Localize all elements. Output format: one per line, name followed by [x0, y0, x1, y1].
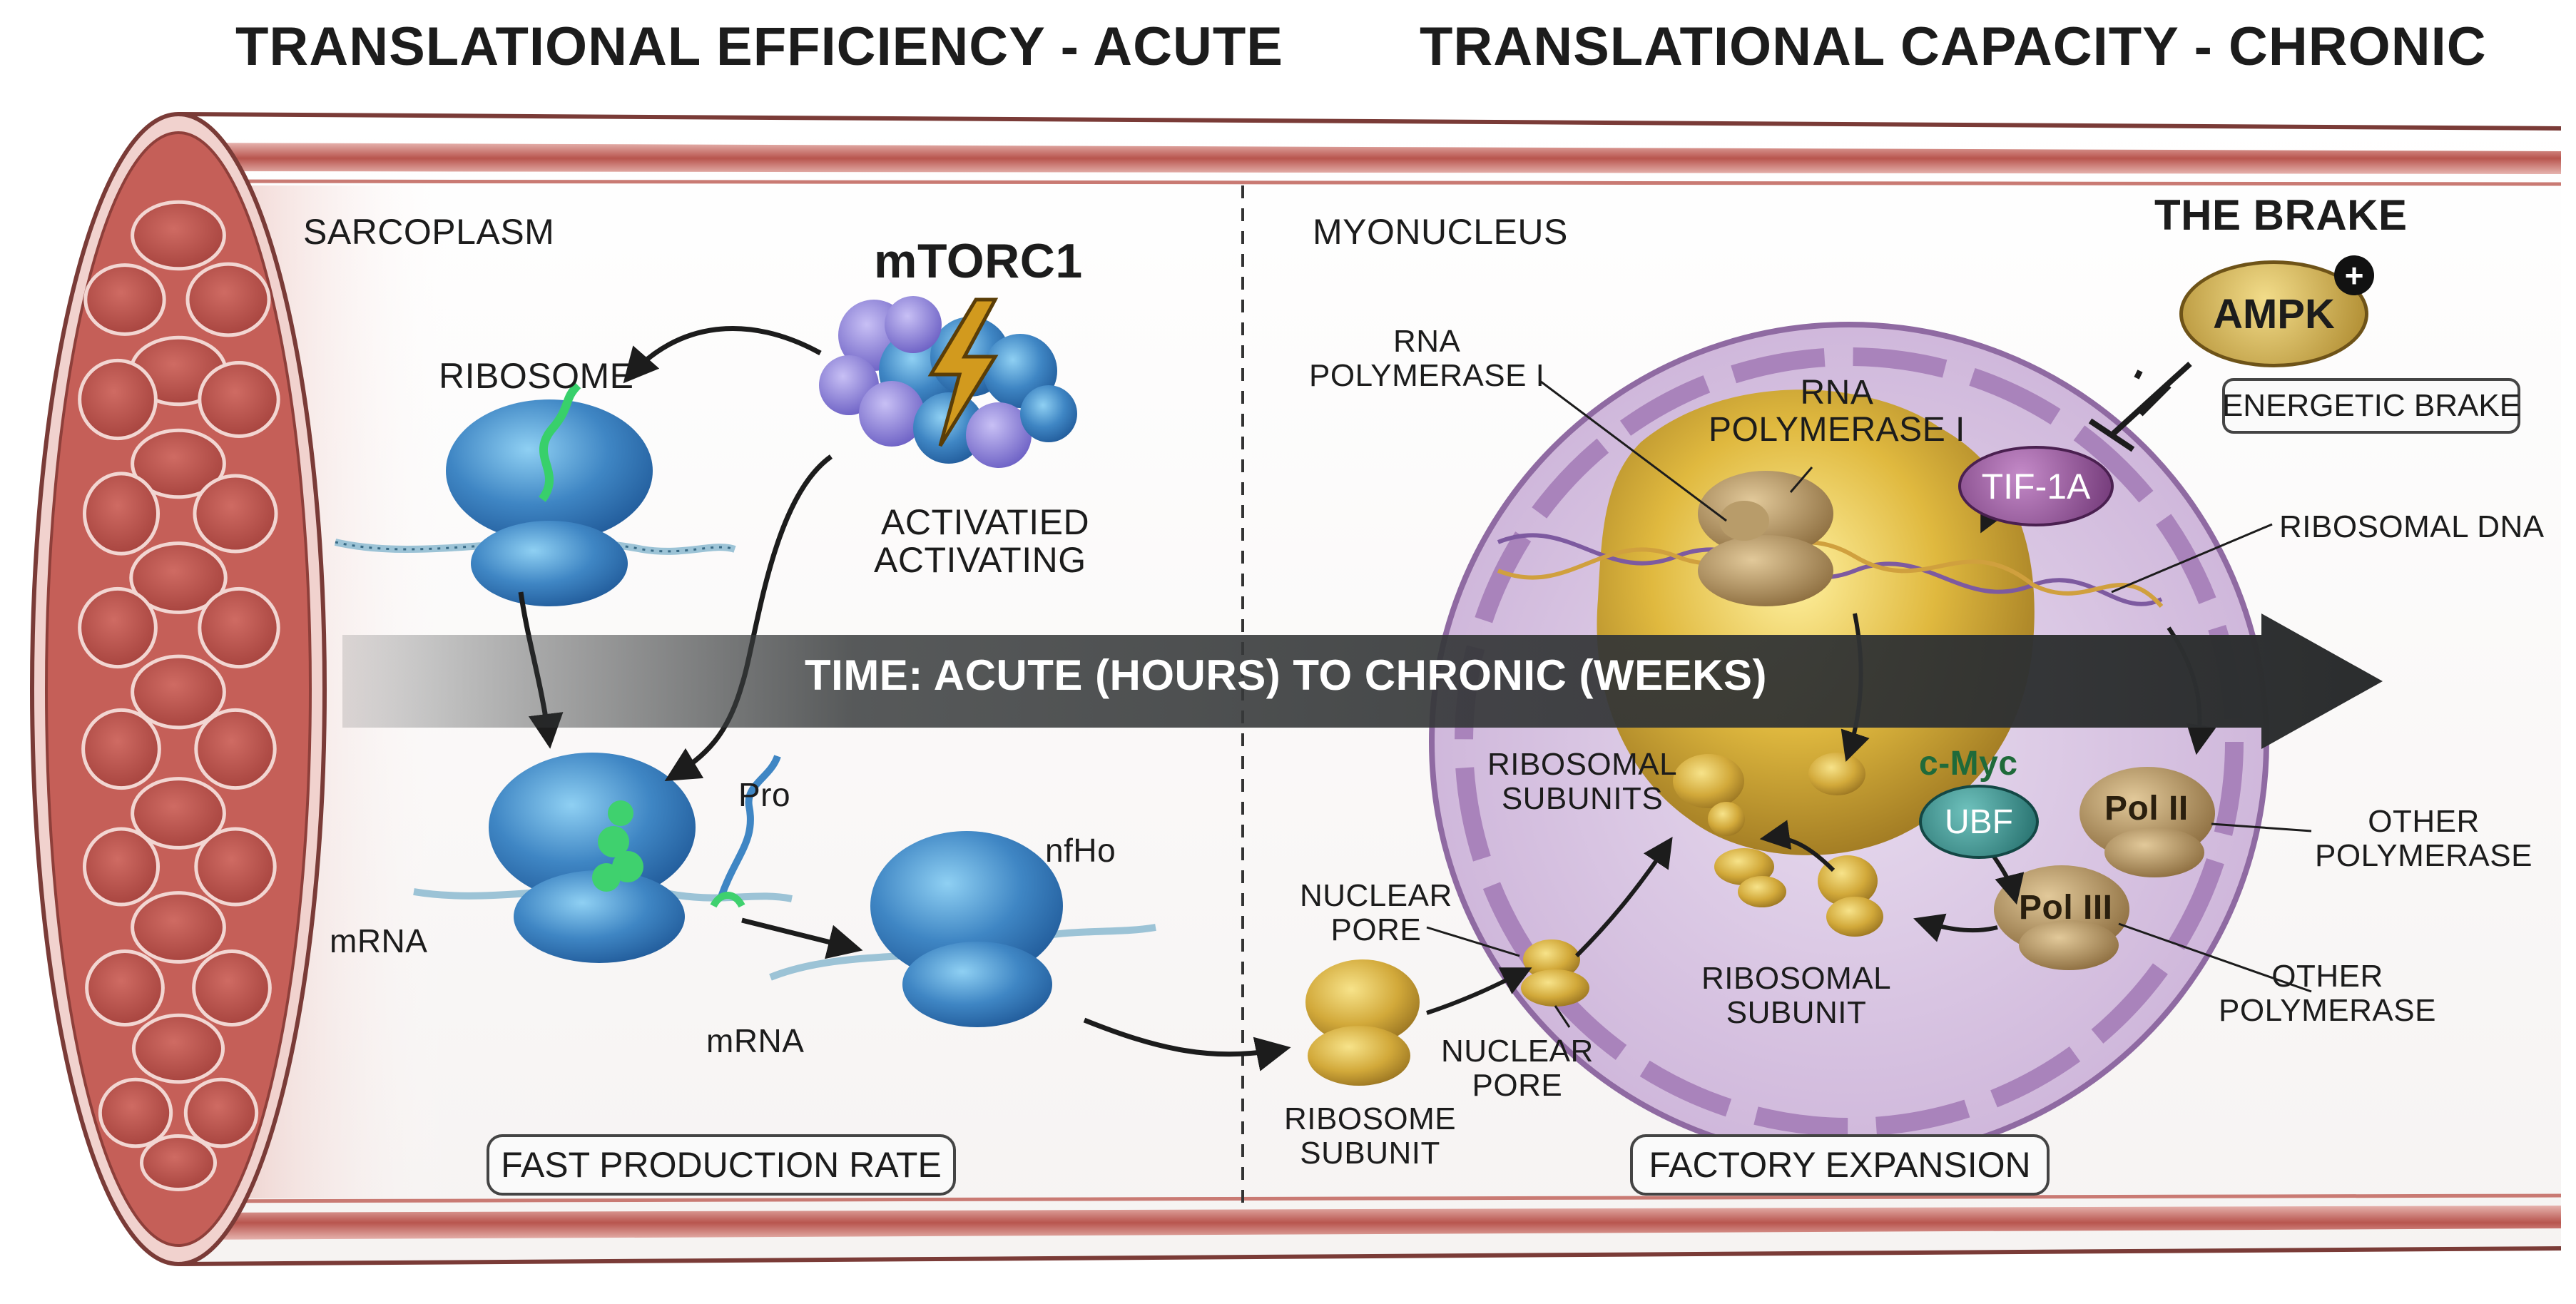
muscle-fiber	[131, 200, 226, 271]
leader-lines	[1426, 380, 2312, 1028]
label-mtorc1: mTORC1	[874, 234, 1083, 288]
rna-pol-left-line2: POLYMERASE I	[1309, 357, 1545, 393]
label-sarcoplasm: SARCOPLASM	[303, 212, 555, 252]
muscle-fiber	[131, 654, 226, 730]
label-ribosomal-dna: RIBOSOMAL DNA	[2279, 509, 2545, 544]
mtorc1-complex	[819, 296, 1077, 468]
label-myonucleus: MYONUCLEUS	[1313, 212, 1568, 252]
label-mrna-left: mRNA	[330, 922, 428, 959]
other-polymerase-a-line2: POLYMERASE	[2315, 837, 2532, 873]
time-arrow-label: TIME: ACUTE (HOURS) TO CHRONIC (WEEKS)	[805, 651, 1767, 699]
ubf-label: UBF	[1945, 803, 2013, 841]
ribosomal-subunits-line1: RIBOSOMAL	[1487, 747, 1678, 782]
muscle-fiber	[192, 949, 272, 1027]
ribosomal-dna	[1497, 533, 2164, 608]
muscle-fiber	[131, 428, 226, 499]
label-nuclear-pore-a: NUCLEAR PORE	[1300, 879, 1452, 947]
label-pol-iii: Pol III	[2019, 889, 2113, 927]
heading-chronic: TRANSLATIONAL CAPACITY - CHRONIC	[1420, 16, 2487, 77]
ribosome-subunit-line1: RIBOSOME	[1284, 1101, 1457, 1136]
label-other-polymerase-a: OTHER POLYMERASE	[2315, 805, 2532, 872]
ampk-plus-icon: +	[2334, 255, 2374, 295]
label-mrna-bottom: mRNA	[706, 1022, 805, 1059]
ribosomal-subunit-line2: SUBUNIT	[1726, 994, 1867, 1030]
nuclear-pore-a-line1: NUCLEAR	[1300, 878, 1452, 913]
label-rna-pol-center: RNA POLYMERASE I	[1709, 375, 1965, 449]
muscle-fiber	[194, 827, 277, 907]
muscle-fiber	[194, 708, 277, 790]
ampk-plus-sign: +	[2344, 257, 2364, 294]
fast-production-rate-box: FAST PRODUCTION RATE	[487, 1134, 956, 1196]
pol-iii	[1994, 865, 2129, 970]
muscle-fiber	[131, 891, 226, 964]
ubf-badge: UBF	[1919, 785, 2039, 859]
rna-pol-center-line1: RNA	[1800, 374, 1874, 412]
other-polymerase-a-line1: OTHER	[2368, 804, 2480, 839]
ribosome-top	[334, 382, 736, 606]
muscle-fiber	[185, 262, 271, 337]
label-other-polymerase-b: OTHER POLYMERASE	[2219, 959, 2436, 1027]
energetic-brake-box: ENERGETIC BRAKE	[2222, 378, 2520, 434]
label-nfho: nfHo	[1045, 832, 1116, 869]
nuclear-pore	[1521, 939, 1589, 1007]
ribosome-free	[769, 831, 1156, 1027]
nuclear-pore-a-line2: PORE	[1330, 912, 1422, 947]
muscle-fiber	[183, 1077, 259, 1148]
ribosome-subunit-outside	[1305, 959, 1420, 1086]
ribosomal-subunits-line2: SUBUNITS	[1501, 780, 1664, 816]
ampk-badge: AMPK	[2179, 260, 2368, 367]
muscle-fiber	[78, 586, 158, 669]
label-pro: Pro	[738, 776, 791, 813]
ribosomal-subunit-line1: RIBOSOMAL	[1701, 961, 1892, 996]
label-nuclear-pore-b: NUCLEAR PORE	[1441, 1034, 1594, 1102]
muscle-fiber	[129, 541, 228, 614]
tif1a-badge: TIF-1A	[1958, 446, 2114, 526]
muscle-fiber	[82, 472, 161, 556]
other-polymerase-b-line2: POLYMERASE	[2219, 992, 2436, 1028]
muscle-fiber	[82, 827, 161, 907]
label-pol-ii: Pol II	[2104, 790, 2189, 827]
label-the-brake: THE BRAKE	[2154, 191, 2408, 239]
muscle-fiber	[83, 263, 166, 336]
label-ribosome-subunit: RIBOSOME SUBUNIT	[1284, 1102, 1456, 1170]
label-rna-pol-left: RNA POLYMERASE I	[1309, 325, 1544, 392]
label-ribosomal-subunits: RIBOSOMAL SUBUNITS	[1487, 748, 1677, 815]
other-polymerase-b-line1: OTHER	[2271, 959, 2383, 994]
pol-ii	[2079, 767, 2215, 877]
label-activating: ACTIVATING	[874, 540, 1086, 580]
muscle-fiber	[98, 1077, 173, 1148]
label-cmyc: c-Myc	[1919, 745, 2018, 783]
label-ribosome: RIBOSOME	[439, 356, 634, 396]
muscle-fiber	[139, 1134, 218, 1191]
muscle-fiber	[198, 361, 280, 438]
tif1a-label: TIF-1A	[1981, 466, 2091, 506]
muscle-fiber	[198, 586, 280, 669]
muscle-fiber	[85, 949, 165, 1027]
fiber-cross-section	[30, 112, 327, 1266]
ampk-label: AMPK	[2213, 290, 2335, 337]
label-activated: ACTIVATIED	[881, 502, 1090, 542]
rna-polymerase-i	[1698, 471, 1833, 606]
inhibition-line	[2088, 362, 2192, 452]
factory-expansion-box: FACTORY EXPANSION	[1630, 1134, 2050, 1196]
muscle-fiber	[78, 358, 158, 441]
ribosomal-subunits	[1673, 753, 1883, 937]
ribosome-translating	[413, 753, 793, 963]
nuclear-pore-b-line2: PORE	[1472, 1067, 1563, 1103]
rna-pol-center-line2: POLYMERASE I	[1709, 410, 1965, 449]
muscle-fiber	[193, 474, 278, 554]
ribosome-subunit-line2: SUBUNIT	[1300, 1135, 1440, 1171]
heading-acute: TRANSLATIONAL EFFICIENCY - ACUTE	[235, 16, 1283, 77]
muscle-fiber	[81, 708, 161, 790]
muscle-fiber	[131, 1013, 225, 1084]
time-arrow	[342, 613, 2383, 749]
label-ribosomal-subunit: RIBOSOMAL SUBUNIT	[1701, 962, 1891, 1029]
rna-pol-left-line1: RNA	[1393, 324, 1461, 359]
nuclear-pore-b-line1: NUCLEAR	[1441, 1034, 1594, 1069]
muscle-fiber	[131, 777, 226, 850]
